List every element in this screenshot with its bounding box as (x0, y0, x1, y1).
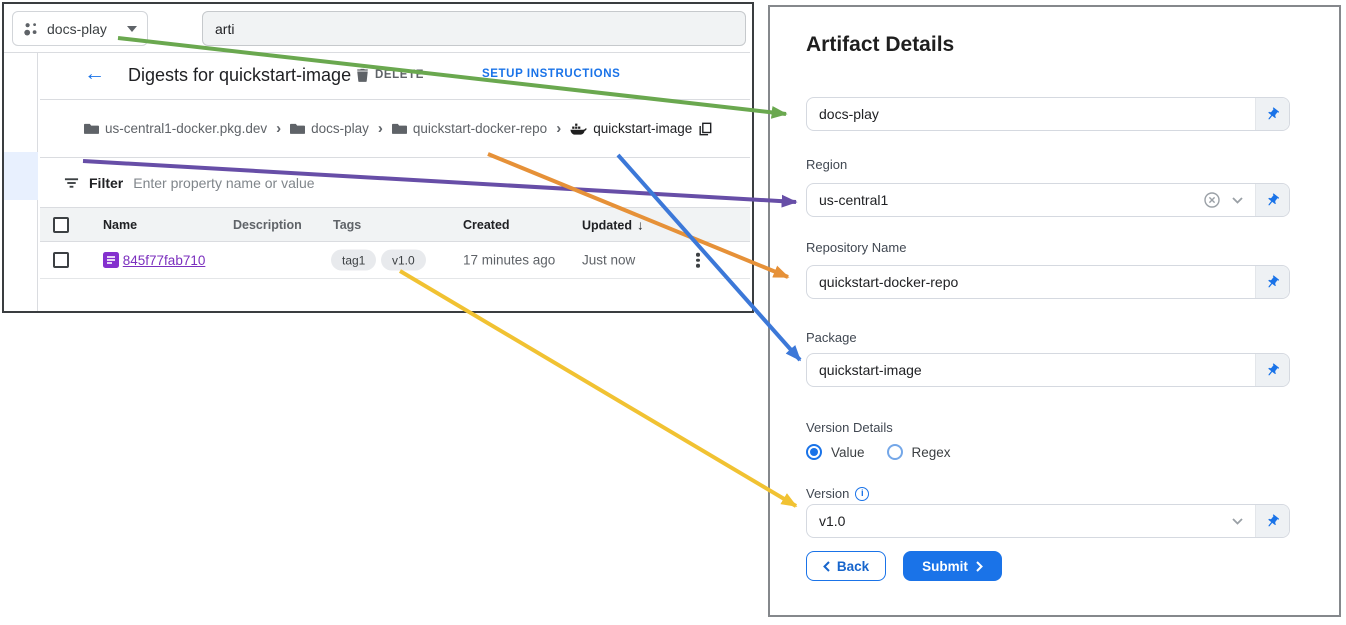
region-field-value[interactable]: us-central1 (819, 192, 889, 208)
table-header-row: Name Description Tags Created Updated↓ (40, 208, 750, 242)
search-box (202, 11, 746, 46)
radio-regex[interactable]: Regex (886, 444, 951, 460)
pushpin-icon (1268, 363, 1280, 375)
project-selector-button[interactable]: docs-play (12, 11, 148, 46)
package-label: Package (806, 330, 857, 345)
pin-button[interactable] (1255, 266, 1289, 298)
row-checkbox[interactable] (53, 252, 69, 268)
filter-label: Filter (89, 174, 124, 191)
tag-chip: v1.0 (381, 249, 426, 271)
filter-bar: Filter (40, 158, 750, 208)
pin-button[interactable] (1255, 505, 1289, 537)
table-row: 845f77fab710 tag1 v1.0 17 minutes ago Ju… (40, 242, 750, 279)
trash-icon (357, 68, 368, 82)
version-label: Version i (806, 486, 870, 501)
column-header-created[interactable]: Created (463, 217, 510, 232)
search-input[interactable] (203, 12, 745, 45)
panel-title: Artifact Details (806, 33, 955, 56)
repository-field: quickstart-docker-repo (806, 265, 1290, 299)
region-field: us-central1 (806, 183, 1290, 217)
breadcrumb: us-central1-docker.pkg.dev › docs-play ›… (40, 100, 750, 158)
pin-button[interactable] (1255, 98, 1289, 130)
delete-button[interactable]: DELETE (356, 68, 424, 82)
repository-label: Repository Name (806, 240, 907, 255)
filter-input[interactable] (133, 174, 554, 191)
radio-value[interactable]: Value (806, 444, 865, 460)
console-topbar: docs-play (4, 4, 750, 53)
radio-selected-icon (806, 444, 822, 460)
page-header: ← Digests for quickstart-image DELETE SE… (40, 53, 750, 100)
breadcrumb-item-registry[interactable]: us-central1-docker.pkg.dev (84, 121, 267, 136)
version-details-radios: Value Regex (806, 444, 951, 460)
breadcrumb-item-repository[interactable]: quickstart-docker-repo (391, 121, 547, 136)
tag-chip: tag1 (331, 249, 377, 271)
chevron-right-icon: › (276, 120, 282, 137)
clear-icon[interactable] (1204, 192, 1220, 208)
folder-icon (290, 123, 306, 134)
sort-desc-icon[interactable]: ↓ (637, 217, 644, 232)
page-title: Digests for quickstart-image (128, 65, 352, 85)
chevron-right-icon: › (377, 120, 383, 137)
chevron-right-icon: › (556, 120, 562, 137)
pushpin-icon (1268, 514, 1280, 526)
column-header-name[interactable]: Name (103, 217, 138, 232)
info-icon[interactable]: i (855, 486, 870, 501)
digest-link[interactable]: 845f77fab710 (122, 253, 206, 268)
project-field: docs-play (806, 97, 1290, 131)
chevron-down-icon[interactable] (1232, 517, 1243, 525)
nav-rail-selected-item[interactable] (4, 152, 38, 200)
project-field-value[interactable]: docs-play (819, 106, 879, 122)
column-header-tags[interactable]: Tags (333, 217, 362, 232)
folder-icon (84, 123, 99, 134)
submit-button[interactable]: Submit (903, 551, 1002, 581)
version-details-label: Version Details (806, 420, 893, 435)
chevron-down-icon[interactable] (1232, 196, 1243, 204)
copy-icon[interactable] (698, 122, 712, 136)
back-arrow-icon[interactable]: ← (84, 62, 105, 85)
column-header-updated[interactable]: Updated↓ (582, 217, 644, 232)
region-label: Region (806, 157, 848, 172)
pushpin-icon (1268, 275, 1280, 287)
chevron-down-icon (127, 25, 137, 32)
left-nav-rail (4, 53, 38, 311)
pushpin-icon (1268, 193, 1280, 205)
version-field-value[interactable]: v1.0 (819, 513, 846, 529)
back-button[interactable]: Back (806, 551, 886, 581)
project-selector-label: docs-play (47, 20, 107, 37)
breadcrumb-item-image[interactable]: quickstart-image (570, 121, 712, 136)
image-digest-icon (103, 252, 119, 268)
artifact-details-panel: Artifact Details docs-play Region us-cen… (768, 5, 1341, 617)
updated-cell: Just now (582, 252, 636, 268)
repository-field-value[interactable]: quickstart-docker-repo (819, 274, 959, 290)
column-header-description[interactable]: Description (233, 217, 302, 232)
created-cell: 17 minutes ago (463, 252, 556, 268)
delete-label: DELETE (375, 69, 424, 81)
chevron-right-icon (976, 560, 983, 572)
digest-cell: 845f77fab710 (103, 252, 205, 268)
package-field-value[interactable]: quickstart-image (819, 362, 922, 378)
pin-button[interactable] (1255, 354, 1289, 386)
filter-icon (64, 177, 79, 188)
chevron-left-icon (822, 560, 830, 572)
version-field: v1.0 (806, 504, 1290, 538)
package-field: quickstart-image (806, 353, 1290, 387)
docker-whale-icon (570, 123, 587, 135)
setup-instructions-link[interactable]: SETUP INSTRUCTIONS (482, 68, 621, 80)
breadcrumb-item-project[interactable]: docs-play (290, 121, 369, 136)
pin-button[interactable] (1255, 184, 1289, 216)
select-all-checkbox[interactable] (53, 216, 69, 233)
radio-unselected-icon (886, 444, 903, 460)
console-window: docs-play ← Digests for quickstart-image… (2, 2, 754, 313)
pushpin-icon (1268, 107, 1280, 119)
project-dots-icon (24, 22, 37, 35)
row-actions-menu-icon[interactable] (696, 252, 700, 268)
folder-icon (391, 123, 407, 134)
